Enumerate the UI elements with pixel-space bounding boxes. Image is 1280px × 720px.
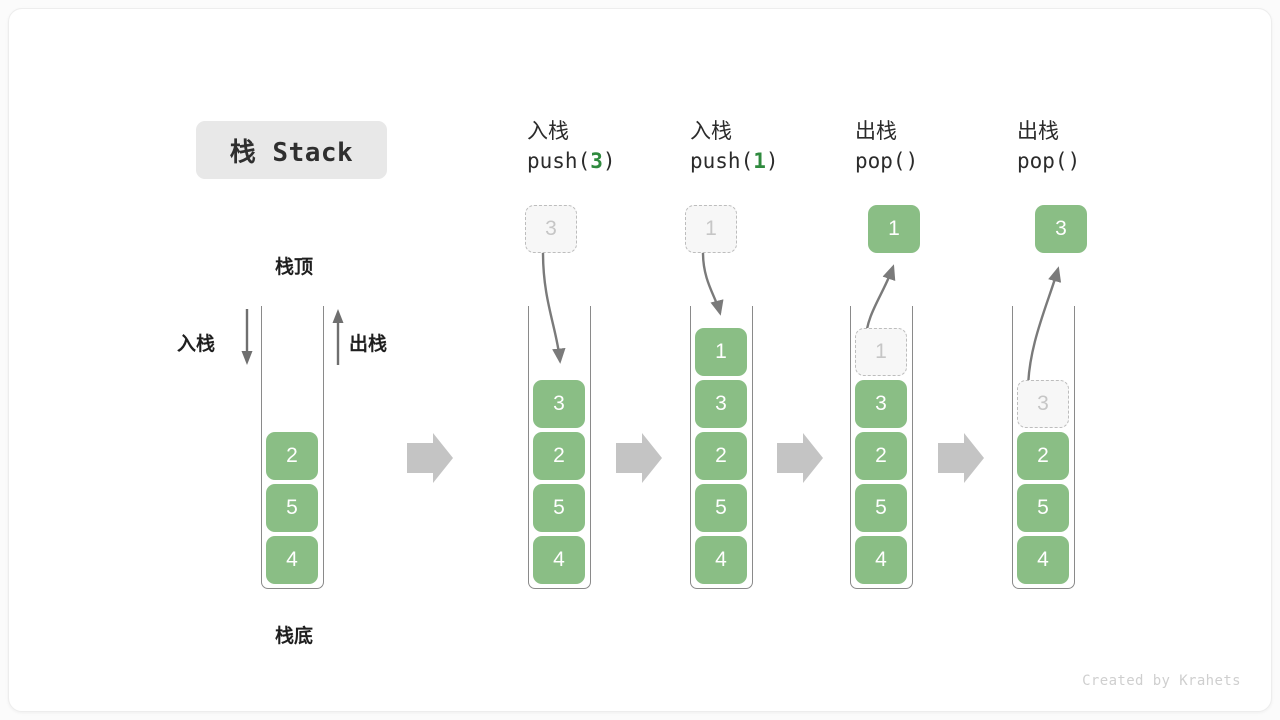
push-direction-arrow bbox=[241, 309, 253, 365]
vacated-slot-box: 3 bbox=[1017, 380, 1069, 428]
stack-container-initial bbox=[261, 306, 324, 589]
stack-container-pop-3 bbox=[1012, 306, 1075, 589]
column-heading-push-1: 入栈 push(1) bbox=[690, 117, 779, 177]
stack-cell: 3 bbox=[695, 380, 747, 428]
heading-code: push(1) bbox=[690, 148, 779, 173]
flow-arrow-4 bbox=[938, 433, 984, 483]
stack-container-push-1 bbox=[690, 306, 753, 589]
heading-code: pop() bbox=[855, 148, 919, 173]
stack-cell: 5 bbox=[533, 484, 585, 532]
heading-cn: 入栈 bbox=[690, 120, 732, 143]
stack-container-push-3 bbox=[528, 306, 591, 589]
heading-code: pop() bbox=[1017, 148, 1081, 173]
stack-top-label: 栈顶 bbox=[274, 257, 313, 278]
credit-text: Created by Krahets bbox=[1082, 673, 1241, 689]
flow-arrow-3 bbox=[777, 433, 823, 483]
stack-cell: 4 bbox=[695, 536, 747, 584]
stack-cell: 3 bbox=[533, 380, 585, 428]
stack-bottom-label: 栈底 bbox=[274, 626, 313, 647]
stack-cell: 2 bbox=[855, 432, 907, 480]
popped-value-box: 1 bbox=[868, 205, 920, 253]
stack-cell: 5 bbox=[855, 484, 907, 532]
stack-cell: 2 bbox=[533, 432, 585, 480]
incoming-value-box: 1 bbox=[685, 205, 737, 253]
heading-cn: 入栈 bbox=[527, 120, 569, 143]
flow-arrow-2 bbox=[616, 433, 662, 483]
pop-side-label: 出栈 bbox=[349, 334, 388, 355]
stack-cell: 5 bbox=[695, 484, 747, 532]
page-title: 栈 Stack bbox=[196, 121, 387, 179]
stack-cell: 5 bbox=[266, 484, 318, 532]
flow-arrow-1 bbox=[407, 433, 453, 483]
stack-cell: 3 bbox=[855, 380, 907, 428]
column-heading-push-3: 入栈 push(3) bbox=[527, 117, 616, 177]
vacated-slot-box: 1 bbox=[855, 328, 907, 376]
stack-cell: 4 bbox=[266, 536, 318, 584]
stack-cell: 2 bbox=[266, 432, 318, 480]
stack-cell: 1 bbox=[695, 328, 747, 376]
heading-code: push(3) bbox=[527, 148, 616, 173]
stack-cell: 4 bbox=[855, 536, 907, 584]
pop-direction-arrow bbox=[332, 309, 344, 365]
stack-cell: 2 bbox=[1017, 432, 1069, 480]
heading-cn: 出栈 bbox=[1017, 120, 1059, 143]
column-heading-pop-1: 出栈 pop() bbox=[855, 117, 918, 177]
stack-cell: 4 bbox=[533, 536, 585, 584]
stack-cell: 4 bbox=[1017, 536, 1069, 584]
heading-cn: 出栈 bbox=[855, 120, 897, 143]
heading-arg: 1 bbox=[753, 148, 766, 173]
push-side-label: 入栈 bbox=[177, 334, 216, 355]
popped-value-box: 3 bbox=[1035, 205, 1087, 253]
push-1-curve-arrow bbox=[701, 252, 724, 316]
column-heading-pop-3: 出栈 pop() bbox=[1017, 117, 1080, 177]
stack-container-pop-1 bbox=[850, 306, 913, 589]
diagram-card: 栈 Stack 栈顶 栈底 入栈 出栈 2 5 4 入栈 push(3) 3 3… bbox=[8, 8, 1272, 712]
stack-cell: 5 bbox=[1017, 484, 1069, 532]
incoming-value-box: 3 bbox=[525, 205, 577, 253]
arrow-overlay bbox=[241, 252, 1062, 483]
heading-arg: 3 bbox=[590, 148, 603, 173]
stack-cell: 2 bbox=[695, 432, 747, 480]
